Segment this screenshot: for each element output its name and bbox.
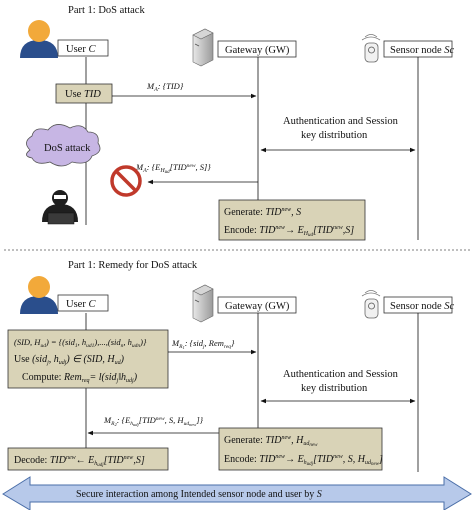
- gateway-label-2: Gateway (GW): [225, 301, 290, 312]
- generate-line-1: Generate: TIDnew, S: [224, 207, 301, 218]
- auth-line2-2: key distribution: [301, 383, 368, 394]
- sensor-node-icon: [361, 34, 381, 63]
- secure-interaction-text: Secure interaction among Intended sensor…: [76, 489, 322, 500]
- decode-box: [7, 447, 169, 471]
- sensor-node-icon: [361, 290, 381, 319]
- msg-mr2-label: MR2: {Ehudj[TIDnew, S, Hudnew]}: [103, 415, 204, 427]
- dos-label: DoS attack: [44, 143, 91, 154]
- sensor-label: Sensor node Sc: [390, 45, 455, 56]
- auth-line1-2: Authentication and Session: [283, 369, 399, 380]
- auth-line1: Authentication and Session: [283, 116, 399, 127]
- generate-encode-box-1: [218, 199, 366, 241]
- gateway-label: Gateway (GW): [225, 45, 290, 56]
- encode-line-2: Encode: TIDnew→ Ehudj[TIDnew, S, Hudnew]: [224, 454, 383, 467]
- server-icon: [192, 28, 214, 67]
- use-tid-box: [55, 83, 113, 104]
- gateway-label-box: [217, 40, 297, 58]
- generate-line-2: Generate: TIDnew, Hudnew: [224, 435, 318, 448]
- user-label: User C: [66, 44, 96, 55]
- part1-title: Part 1: DoS attack: [68, 5, 145, 16]
- msg-ma-label: MA: {TID}: [146, 81, 184, 93]
- compute-line: Compute: Remreq= l(sidj‖hudj): [22, 372, 138, 384]
- part2-title: Part 1: Remedy for DoS attack: [68, 260, 198, 271]
- user-icon: [20, 276, 58, 314]
- hacker-icon: [42, 190, 78, 225]
- user-label-box-2: [57, 294, 109, 312]
- user-label-box: [57, 39, 109, 57]
- sensor-label-2: Sensor node Sc: [390, 301, 455, 312]
- secure-interaction-banner: [2, 476, 472, 510]
- server-icon: [192, 284, 214, 323]
- auth-line2: key distribution: [301, 130, 368, 141]
- msg-mr1-label: MR1: {sidj, Remreq}: [171, 338, 235, 350]
- msg-ma2-label: MA: {EHud[TIDnew, S]}: [135, 162, 211, 175]
- use-tid-text: Use TID: [65, 89, 101, 100]
- decode-line: Decode: TIDnew← Ehudj[TIDnew,S]: [14, 455, 145, 468]
- no-entry-icon: [110, 165, 142, 197]
- use-sid-line: Use (sidj, hudj) ∈ (SID, Hud): [14, 354, 125, 366]
- user-computation-box: [7, 329, 169, 389]
- gateway-label-box-2: [217, 296, 297, 314]
- user-label-2: User C: [66, 299, 96, 310]
- cloud-icon: [26, 124, 101, 167]
- user-icon: [20, 20, 58, 58]
- generate-encode-box-2: [218, 427, 383, 471]
- encode-line-1: Encode: TIDnew→ EHud[TIDnew,S]: [224, 225, 354, 238]
- sid-set-line: (SID, Hud) = {(sid1, hud1),...,(sidn, hu…: [14, 337, 147, 349]
